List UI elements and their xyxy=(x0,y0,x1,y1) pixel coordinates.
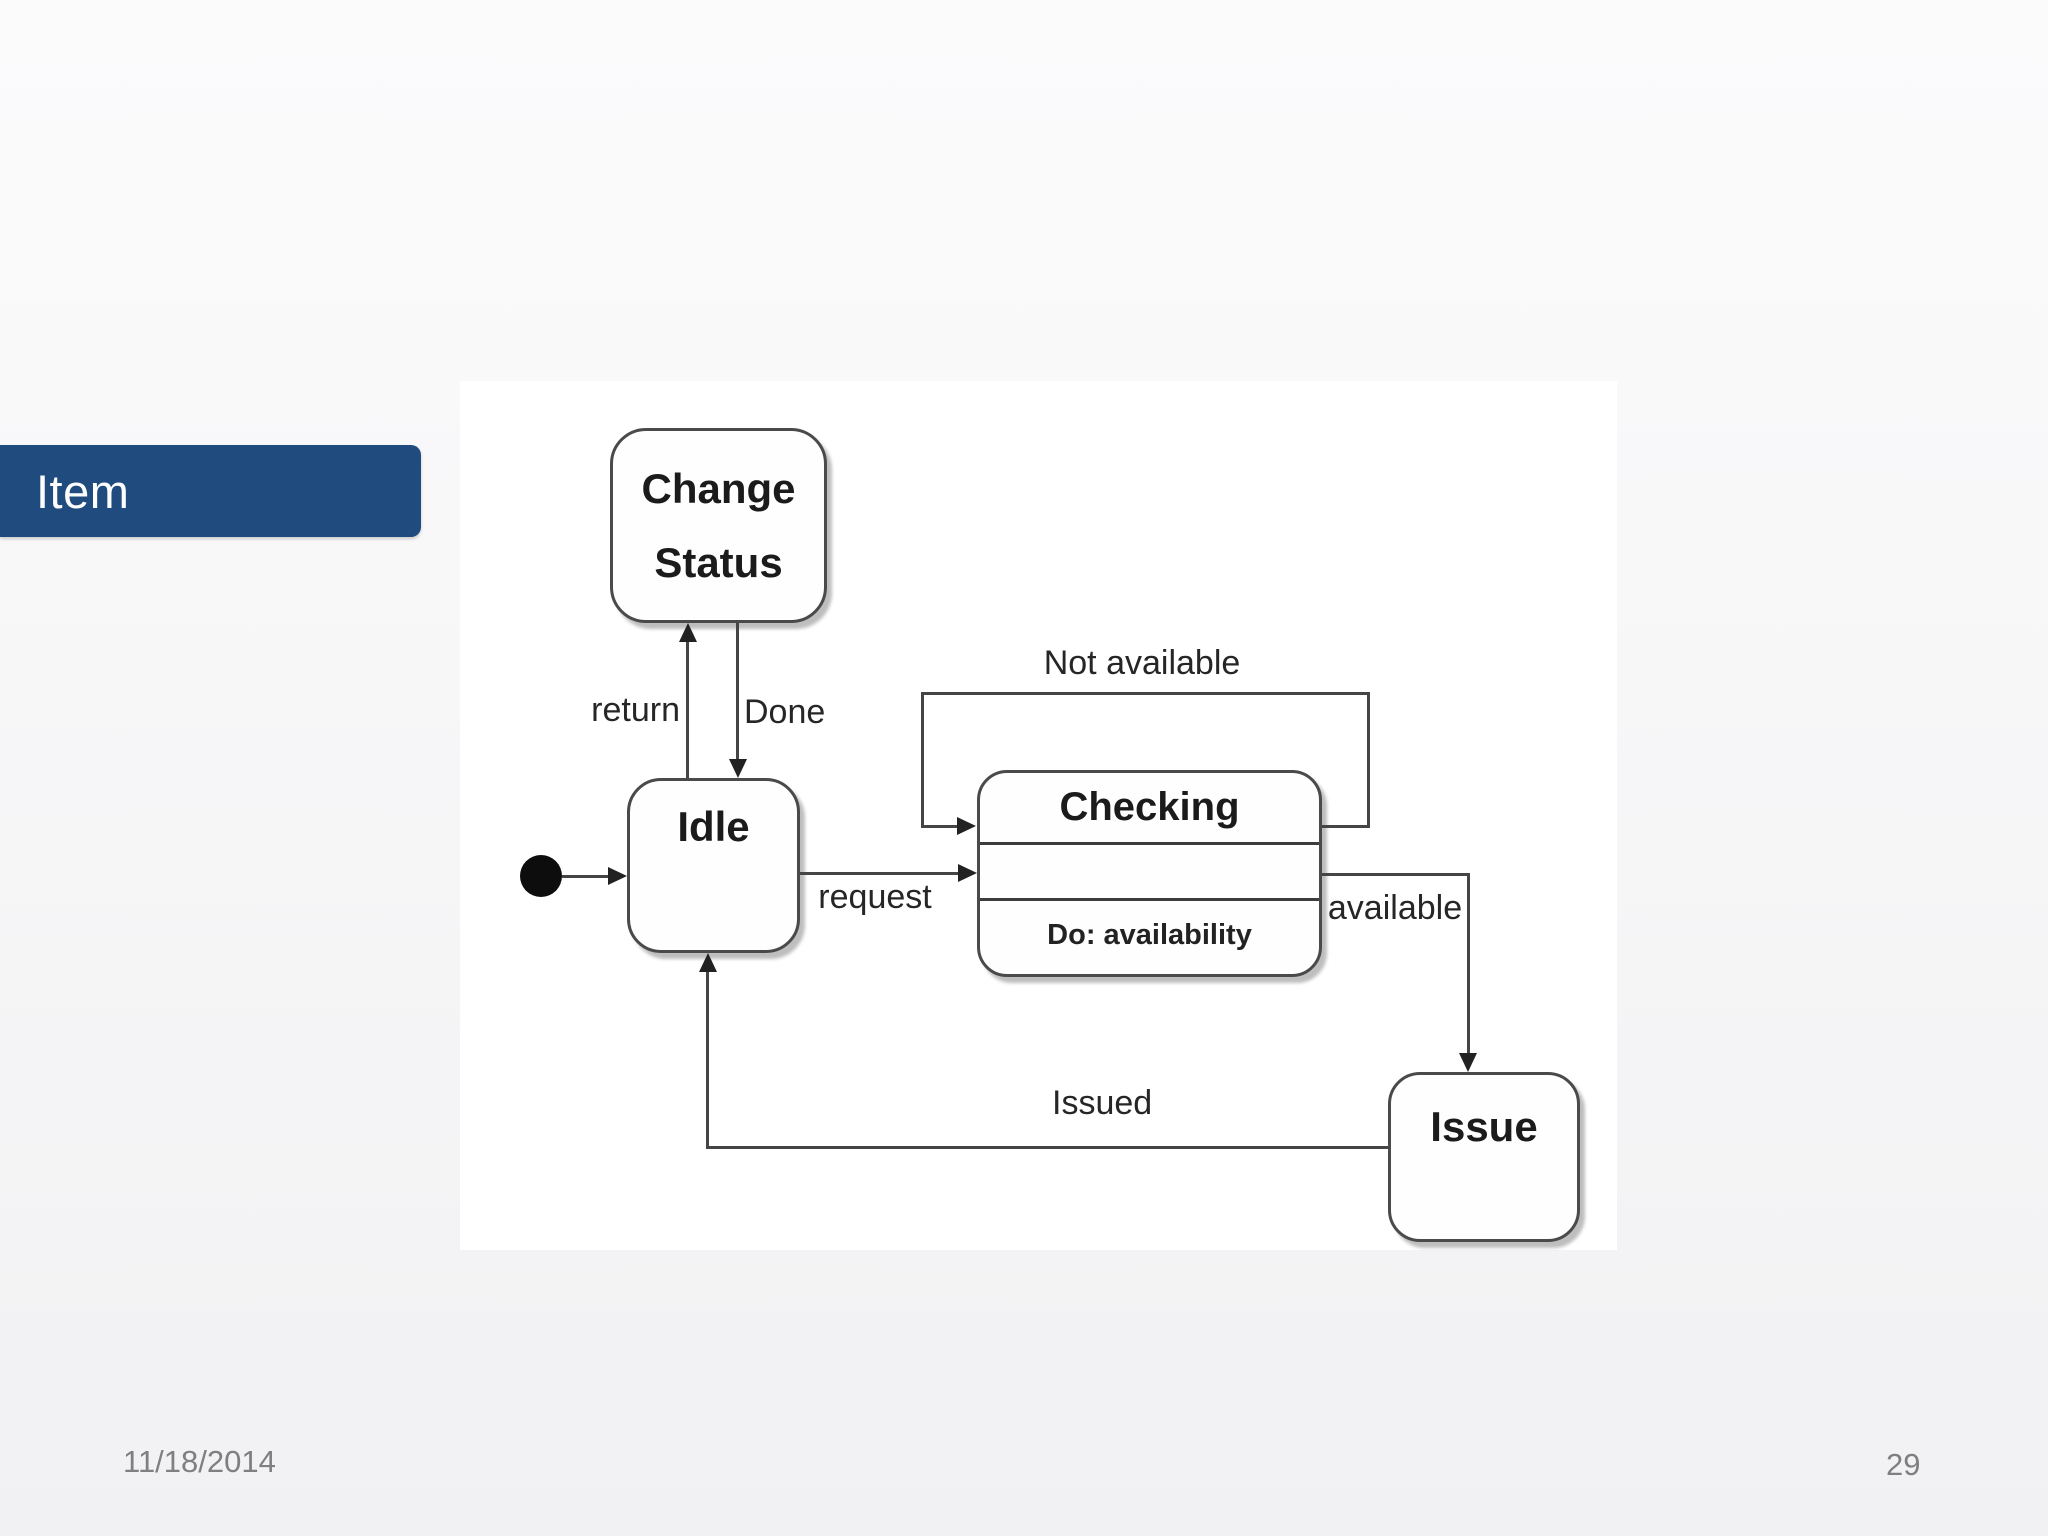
state-checking-activity: Do: availability xyxy=(1047,919,1252,951)
state-idle-label: Idle xyxy=(677,803,750,850)
transition-request-line xyxy=(800,872,960,875)
transition-issued-h-line xyxy=(706,1146,1388,1149)
transition-available-arrowhead-icon xyxy=(1459,1053,1477,1072)
state-change-status-label-line2: Status xyxy=(654,538,783,586)
slide-title-banner: Item xyxy=(0,445,421,537)
footer-date: 11/18/2014 xyxy=(123,1444,276,1479)
loop-not-available-top-line xyxy=(921,692,1370,695)
transition-request-arrowhead-icon xyxy=(958,864,977,882)
transition-not-available-label: Not available xyxy=(1043,644,1241,682)
loop-not-available-left-line xyxy=(921,692,924,828)
transition-issued-label: Issued xyxy=(1052,1084,1153,1122)
footer-page-number: 29 xyxy=(1886,1447,1921,1482)
state-issue-label: Issue xyxy=(1430,1103,1538,1150)
transition-available-v-line xyxy=(1467,873,1470,1055)
state-diagram-panel: Change Status Idle Checking Do: availabi… xyxy=(460,381,1617,1250)
transition-available-label: available xyxy=(1327,889,1463,927)
transition-return-line xyxy=(686,639,689,778)
loop-not-available-arrowhead-icon xyxy=(957,817,976,835)
checking-divider-1 xyxy=(980,842,1319,845)
initial-transition-line xyxy=(562,875,614,878)
loop-not-available-exit-line xyxy=(1322,825,1370,828)
transition-request-label: request xyxy=(818,878,932,916)
transition-issued-v-line xyxy=(706,971,709,1149)
transition-issued-arrowhead-icon xyxy=(699,953,717,972)
checking-divider-2 xyxy=(980,898,1319,901)
transition-available-h-line xyxy=(1322,873,1470,876)
state-change-status: Change Status xyxy=(610,428,827,623)
state-idle: Idle xyxy=(627,778,800,953)
state-change-status-label-line1: Change xyxy=(641,464,796,512)
transition-return-label: return xyxy=(591,691,680,729)
state-issue: Issue xyxy=(1388,1072,1580,1242)
state-checking: Checking Do: availability xyxy=(977,770,1322,977)
transition-done-line xyxy=(736,623,739,760)
initial-arrowhead-icon xyxy=(608,867,627,885)
transition-done-label: Done xyxy=(744,693,826,731)
loop-not-available-entry-line xyxy=(921,825,959,828)
transition-return-arrowhead-icon xyxy=(679,623,697,642)
state-checking-label: Checking xyxy=(1059,785,1240,829)
initial-state-dot xyxy=(520,855,562,897)
loop-not-available-right-line xyxy=(1367,692,1370,828)
transition-done-arrowhead-icon xyxy=(729,759,747,778)
slide-title-text: Item xyxy=(36,464,130,518)
